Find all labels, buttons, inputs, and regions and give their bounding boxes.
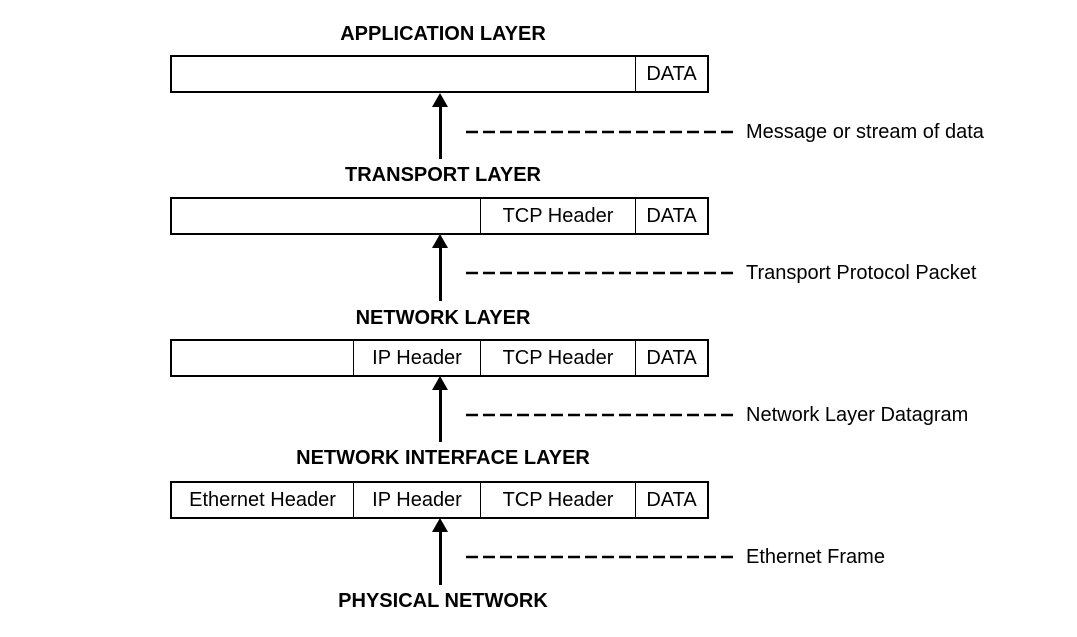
transport-tcp-header-cell: TCP Header (480, 199, 635, 233)
up-arrow-head-4 (432, 518, 448, 532)
dash-leader-2 (466, 271, 738, 275)
unit-label-message: Message or stream of data (746, 121, 984, 143)
up-arrow-shaft-1 (438, 105, 442, 159)
application-layer-bar: DATA (170, 55, 709, 93)
network-tcp-header-cell: TCP Header (480, 341, 635, 375)
up-arrow-head-1 (432, 93, 448, 107)
application-data-cell: DATA (635, 57, 707, 91)
network-layer-bar: IP Header TCP Header DATA (170, 339, 709, 377)
unit-label-datagram: Network Layer Datagram (746, 404, 969, 426)
interface-tcp-header-cell: TCP Header (480, 483, 635, 517)
up-arrow-head-3 (432, 376, 448, 390)
network-interface-layer-title: NETWORK INTERFACE LAYER (296, 447, 590, 469)
dash-leader-3 (466, 413, 738, 417)
network-empty-cell (172, 341, 353, 375)
network-ip-header-cell: IP Header (353, 341, 480, 375)
network-layer-title: NETWORK LAYER (355, 307, 531, 329)
network-data-cell: DATA (635, 341, 707, 375)
up-arrow-shaft-4 (438, 530, 442, 585)
unit-label-ethernet-frame: Ethernet Frame (746, 546, 885, 568)
unit-label-transport-packet: Transport Protocol Packet (746, 262, 977, 284)
interface-data-cell: DATA (635, 483, 707, 517)
physical-network-title: PHYSICAL NETWORK (338, 590, 548, 612)
application-empty-cell (172, 57, 635, 91)
dash-leader-4 (466, 555, 738, 559)
transport-empty-cell (172, 199, 480, 233)
network-interface-layer-bar: Ethernet Header IP Header TCP Header DAT… (170, 481, 709, 519)
dash-leader-1 (466, 130, 738, 134)
up-arrow-shaft-3 (438, 388, 442, 442)
interface-ethernet-header-cell: Ethernet Header (189, 488, 336, 511)
transport-layer-title: TRANSPORT LAYER (345, 164, 541, 186)
transport-layer-bar: TCP Header DATA (170, 197, 709, 235)
transport-data-cell: DATA (635, 199, 707, 233)
up-arrow-shaft-2 (438, 246, 442, 301)
interface-ip-header-cell: IP Header (353, 483, 480, 517)
up-arrow-head-2 (432, 234, 448, 248)
application-layer-title: APPLICATION LAYER (340, 23, 546, 45)
